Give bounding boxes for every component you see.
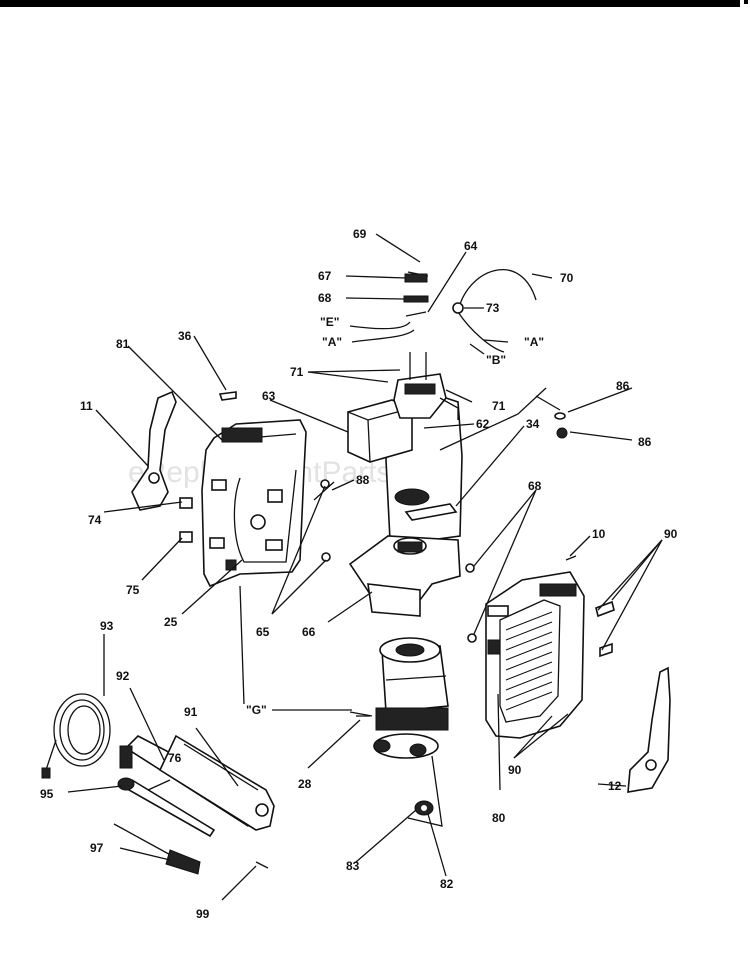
callout-90-bottom: 90 <box>508 763 522 777</box>
part-80-front-housing <box>485 571 585 739</box>
callout-71-top: 71 <box>290 365 304 379</box>
part-12-side-bracket <box>627 666 671 793</box>
part-34-filter <box>404 503 458 521</box>
callout-68-lower: 68 <box>528 479 542 493</box>
part-93-hose <box>41 693 111 779</box>
part-75 <box>179 531 193 543</box>
callout-86-top: 86 <box>616 379 630 393</box>
callout-68: 68 <box>318 291 332 305</box>
part-74 <box>179 497 193 509</box>
part-81-rear-housing <box>201 419 307 588</box>
callout-25: 25 <box>164 615 178 629</box>
callout-91: 91 <box>184 705 198 719</box>
callout-74: 74 <box>88 513 102 527</box>
part-65-nut <box>321 552 331 562</box>
motor <box>356 637 449 759</box>
corner-mark <box>744 0 748 4</box>
callout-75: 75 <box>126 583 140 597</box>
wire-E <box>349 321 411 330</box>
callout-labels: 69 64 70 67 68 73 "E" "A" "A" "B" 81 36 … <box>40 227 678 921</box>
callout-70: 70 <box>560 271 574 285</box>
callout-65: 65 <box>256 625 270 639</box>
part-86-grommet <box>556 427 568 439</box>
part-66-motor-mount <box>348 535 461 617</box>
part-62-pad <box>394 488 430 506</box>
callout-76: 76 <box>168 751 182 765</box>
callout-E: "E" <box>320 315 339 329</box>
part-64-switch <box>393 352 459 420</box>
part-83-82-bearing <box>414 800 434 816</box>
callout-12: 12 <box>608 779 622 793</box>
callout-83: 83 <box>346 859 360 873</box>
callout-80: 80 <box>492 811 506 825</box>
callout-B: "B" <box>486 353 506 367</box>
part-28-clip <box>349 711 373 717</box>
leader-lines <box>67 233 663 901</box>
callout-97: 97 <box>90 841 104 855</box>
callout-92: 92 <box>116 669 130 683</box>
callout-63: 63 <box>262 389 276 403</box>
header-rule <box>0 0 740 7</box>
part-36-clip <box>218 391 237 401</box>
part-99 <box>255 861 269 869</box>
part-70-cord <box>452 269 537 353</box>
part-68-nut <box>467 633 477 643</box>
callout-67: 67 <box>318 269 332 283</box>
part-86-washer <box>554 412 566 420</box>
part-69-67-68-stack <box>403 271 429 317</box>
part-95-crevice-tool <box>117 777 216 838</box>
part-10-screw <box>565 555 577 561</box>
callout-64: 64 <box>464 239 478 253</box>
callout-36: 36 <box>178 329 192 343</box>
callout-93: 93 <box>100 619 114 633</box>
part-88-screw <box>313 481 335 501</box>
callout-86-bottom: 86 <box>638 435 652 449</box>
callout-88: 88 <box>356 473 370 487</box>
callout-28: 28 <box>298 777 312 791</box>
callout-95: 95 <box>40 787 54 801</box>
callout-G: "G" <box>246 703 267 717</box>
callout-10: 10 <box>592 527 606 541</box>
callout-66: 66 <box>302 625 316 639</box>
part-65-nut <box>320 479 330 489</box>
part-68-nut <box>465 563 475 573</box>
callout-71-right: 71 <box>492 399 506 413</box>
wire-A <box>351 329 415 343</box>
callout-69: 69 <box>353 227 367 241</box>
part-92-91-wand-nozzle <box>119 734 275 831</box>
callout-A-left: "A" <box>322 335 342 349</box>
callout-82: 82 <box>440 877 454 891</box>
callout-62: 62 <box>476 417 490 431</box>
callout-A-right: "A" <box>524 335 544 349</box>
callout-90-top: 90 <box>664 527 678 541</box>
callout-11: 11 <box>80 399 93 413</box>
callout-81: 81 <box>116 337 130 351</box>
part-11-side-bracket <box>131 390 177 511</box>
callout-73: 73 <box>486 301 500 315</box>
callout-99: 99 <box>196 907 210 921</box>
callout-34: 34 <box>526 417 540 431</box>
